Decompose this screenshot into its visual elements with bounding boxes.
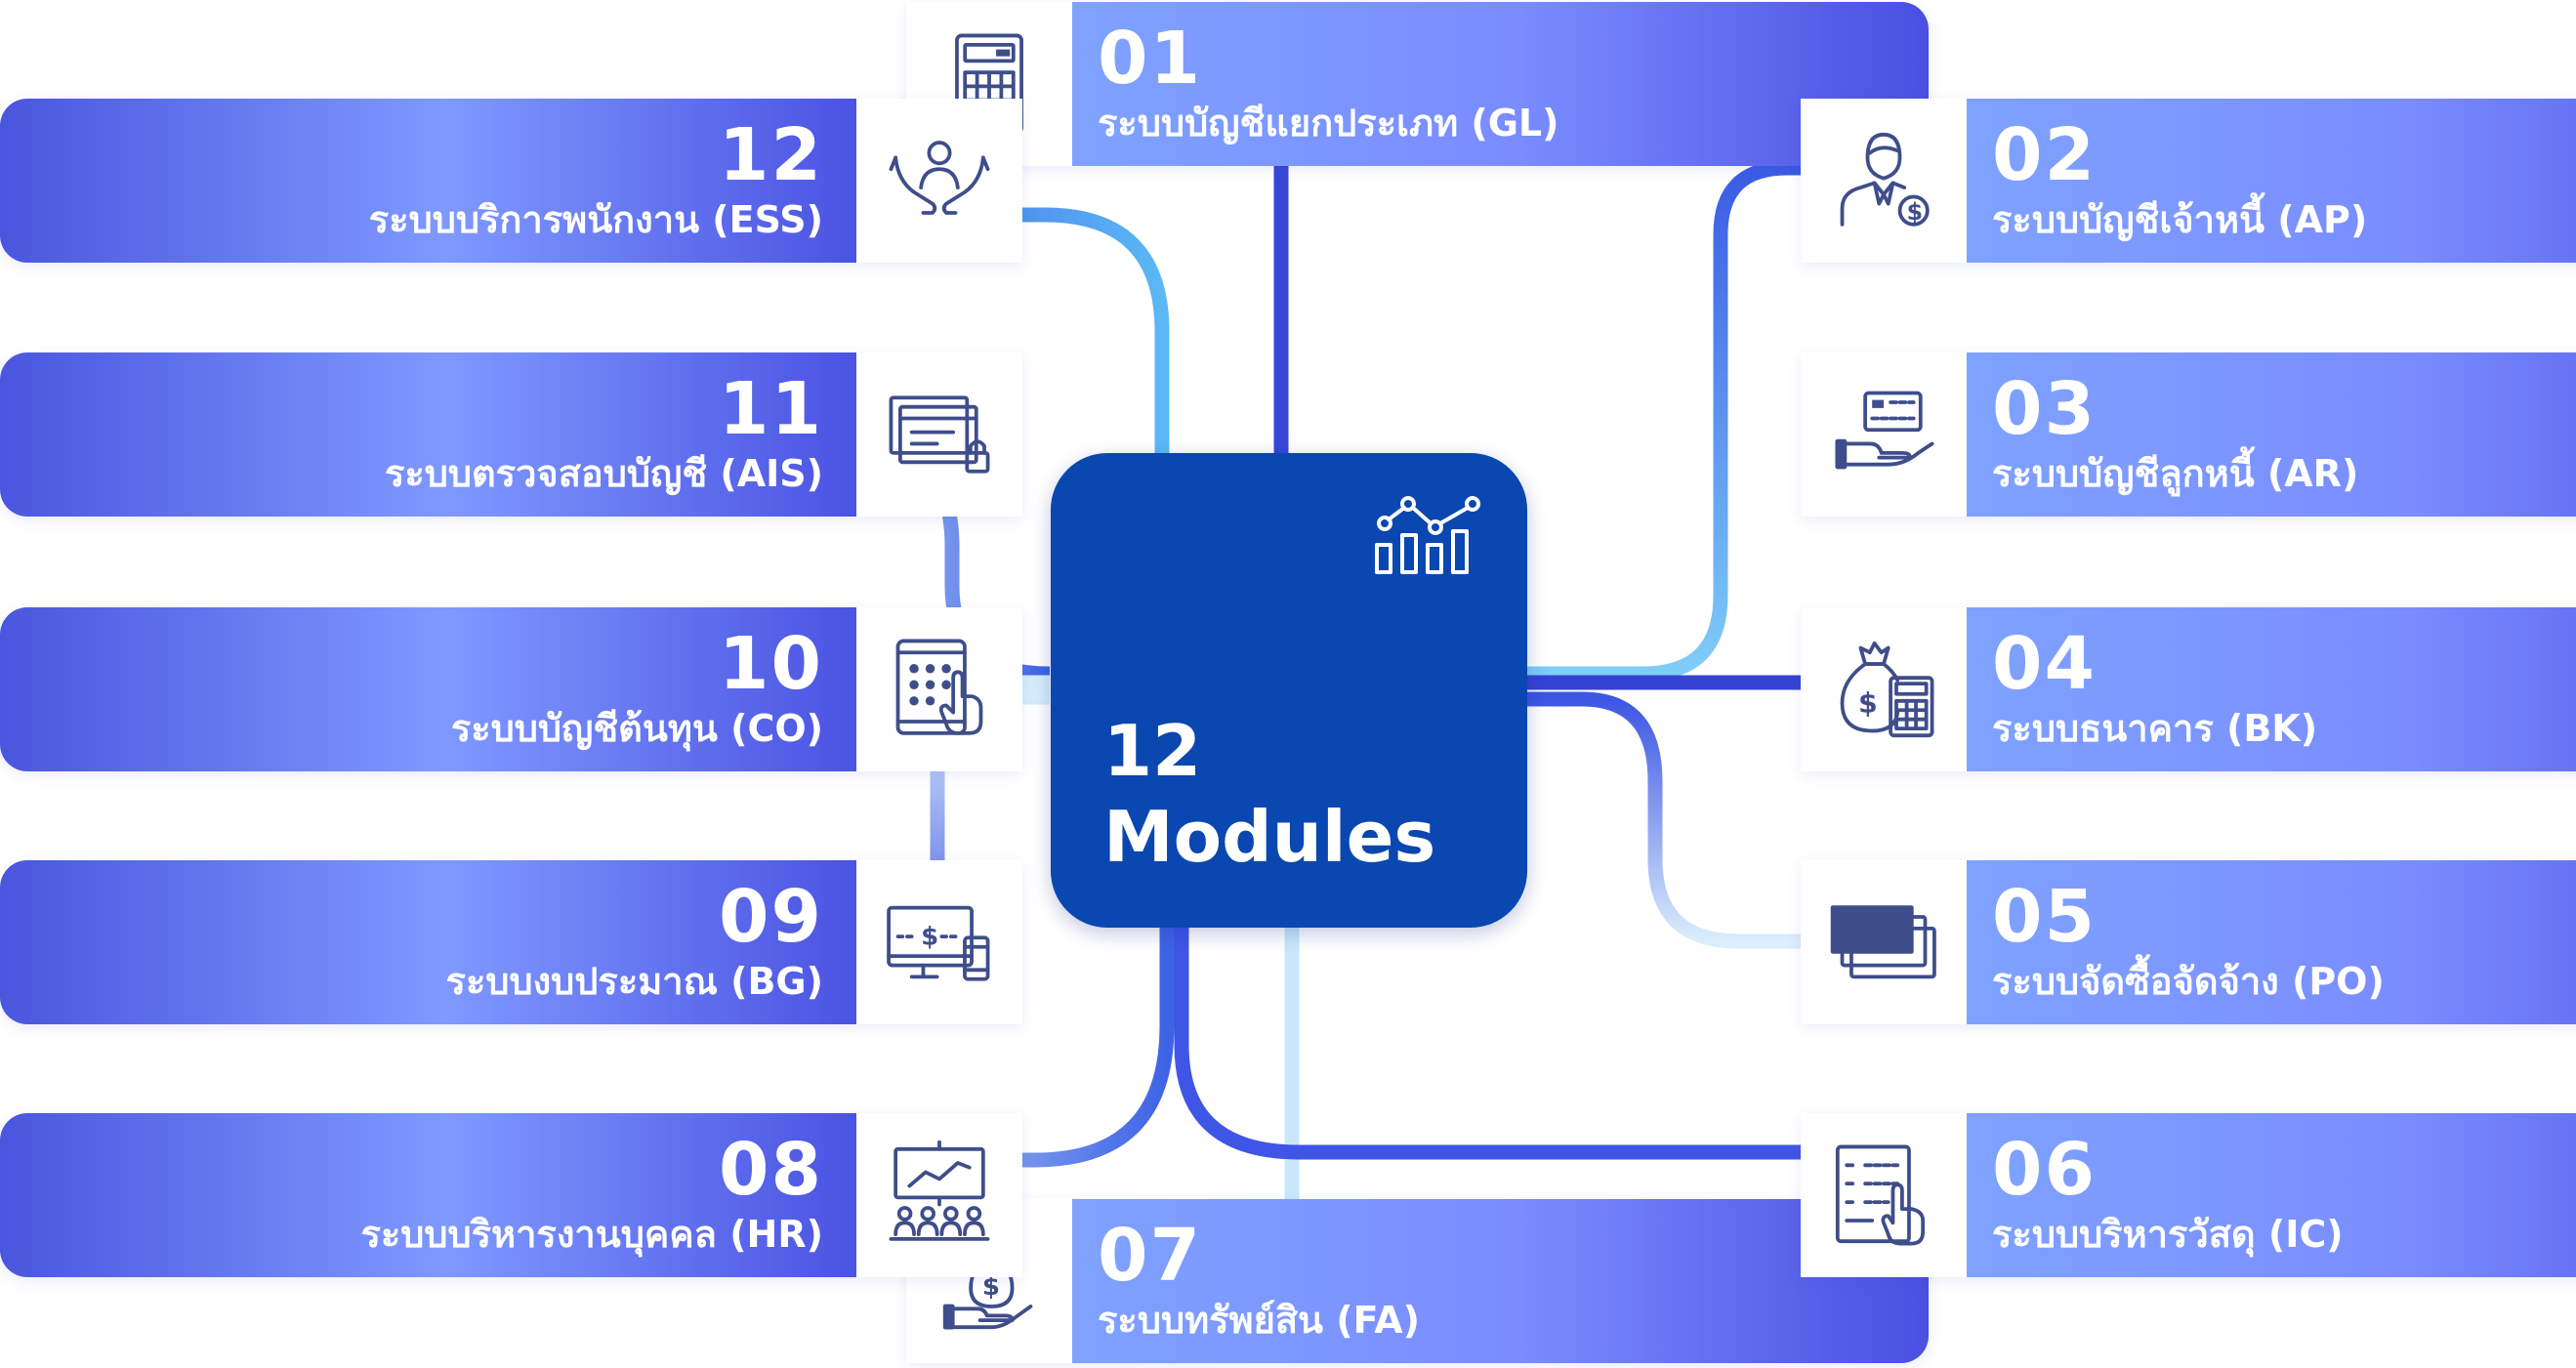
module-number: 12 [719,113,823,198]
module-label: ระบบบัญชีเจ้าหนี้ (AP) [1992,198,2368,242]
module-number: 08 [719,1128,823,1213]
moneybag-calculator-icon: $ [1840,641,1934,738]
svg-text:$: $ [921,922,938,951]
presentation-people-icon [889,1140,990,1241]
checklist-hand-icon [1835,1144,1926,1246]
module-number: 10 [719,622,823,707]
hands-person-icon [889,141,990,215]
module-number: 01 [1098,17,1202,102]
module-label: ระบบบริหารงานบุคคล (HR) [360,1213,823,1257]
module-number: 05 [1992,875,2097,960]
svg-text:$: $ [1864,915,1884,947]
center-modules-box: 12 Modules [1051,453,1527,928]
module-label: ระบบธนาคาร (BK) [1992,707,2318,751]
module-card-08[interactable]: 08 ระบบบริหารงานบุคคล (HR) [0,1113,1022,1277]
module-label: ระบบบัญชีต้นทุน (CO) [450,707,823,751]
connector-08 [767,928,1175,1168]
module-card-05[interactable]: $ 05 ระบบจัดซื้อจัดจ้าง (PO) [1801,860,2576,1024]
connector-12 [767,207,1170,459]
center-title: 12 Modules [1103,710,1436,878]
connector-02 [1523,160,1816,682]
connector-06 [1174,928,1816,1160]
module-label: ระบบทรัพย์สิน (FA) [1098,1299,1420,1343]
connector-05 [1523,691,1816,949]
module-number: 09 [719,875,823,960]
module-card-01[interactable]: 01 ระบบบัญชีแยกประเภท (GL) [906,2,1929,166]
module-label: ระบบจัดซื้อจัดจ้าง (PO) [1992,960,2385,1004]
hand-card-icon [1835,391,1934,470]
module-label: ระบบบริหารวัสดุ (IC) [1992,1213,2344,1257]
svg-text:$: $ [1858,687,1878,720]
module-card-07[interactable]: $ 07 ระบบทรัพย์สิน (FA) [906,1199,1929,1363]
tablet-keypad-icon [895,639,983,735]
banknotes-icon: $ [1830,905,1936,979]
module-number: 04 [1992,622,2097,707]
chart-analytics-icon [1375,496,1480,574]
devices-dollar-icon: $ [887,905,990,981]
module-card-12[interactable]: 12 ระบบบริการพนักงาน (ESS) [0,99,1022,263]
person-dollar-icon: $ [1840,132,1930,227]
module-card-04[interactable]: $ 04 ระบบธนาคาร (BK) [1801,607,2576,771]
module-label: ระบบบัญชีลูกหนี้ (AR) [1992,452,2359,496]
module-number: 11 [719,367,823,452]
module-number: 03 [1992,367,2097,452]
module-card-09[interactable]: 09 ระบบงบประมาณ (BG) $ [0,860,1022,1024]
module-card-10[interactable]: 10 ระบบบัญชีต้นทุน (CO) [0,607,1022,771]
svg-text:$: $ [1907,198,1923,226]
module-number: 06 [1992,1128,2097,1213]
module-label: ระบบบริการพนักงาน (ESS) [368,198,823,242]
module-number: 07 [1098,1214,1202,1299]
module-card-06[interactable]: 06 ระบบบริหารวัสดุ (IC) [1801,1113,2576,1277]
module-card-11[interactable]: 11 ระบบตรวจสอบบัญชี (AIS) [0,352,1022,517]
module-label: ระบบงบประมาณ (BG) [445,960,823,1004]
module-label: ระบบบัญชีแยกประเภท (GL) [1098,102,1559,145]
module-number: 02 [1992,113,2097,198]
module-card-02[interactable]: $ 02 ระบบบัญชีเจ้าหนี้ (AP) [1801,99,2576,263]
module-card-03[interactable]: 03 ระบบบัญชีลูกหนี้ (AR) [1801,352,2576,517]
module-label: ระบบตรวจสอบบัญชี (AIS) [384,452,823,496]
documents-lock-icon [889,395,990,474]
svg-text:$: $ [982,1272,1000,1302]
